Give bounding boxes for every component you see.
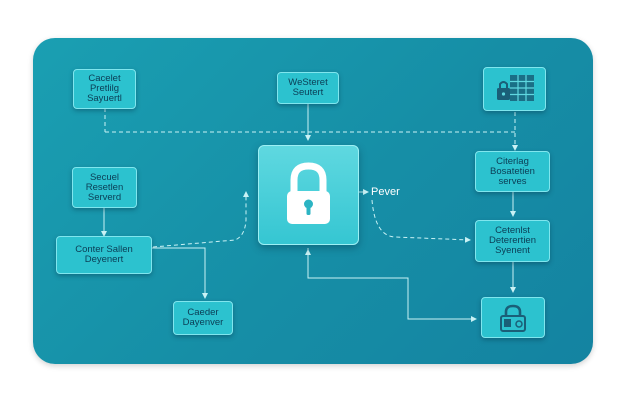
node-line: Deyenert (84, 254, 124, 265)
center-lock-hub (258, 145, 359, 245)
line-main-to-bottom (150, 247, 208, 299)
node-bottom-left: Caeder Dayenver (173, 301, 233, 335)
node-line: Caeder (187, 307, 219, 318)
node-line: Bosatetien (490, 165, 535, 177)
node-top-left: Cacelet Pretlilg Sayuertl (73, 69, 136, 109)
node-line: serves (498, 175, 527, 187)
node-line: Secuel (89, 171, 120, 183)
node-line: WeSteret (288, 77, 328, 88)
node-line: Syenent (495, 245, 530, 256)
node-top-right (483, 67, 546, 111)
lock-table-icon (496, 75, 534, 101)
node-line: Sayuertl (87, 93, 122, 104)
node-line: Serverd (87, 191, 122, 203)
node-mid-left: Secuel Resetlen Serverd (72, 167, 137, 208)
node-line: Cacelet (88, 73, 121, 84)
node-line: Resetlen (85, 181, 124, 193)
node-right-lower: Cetenlst Deterertien Syenent (475, 220, 550, 262)
dashed-hub-to-right-lower (371, 199, 471, 243)
node-line: Seutert (292, 87, 324, 98)
hub-label: Pever (371, 186, 400, 198)
line-hub-to-bottom-right (307, 248, 477, 322)
lock-icon (500, 304, 526, 332)
node-line: Dayenver (182, 317, 224, 328)
node-left-main: Conter Sallen Deyenert (56, 236, 152, 274)
node-line: Deterertien (489, 235, 536, 246)
node-line: Conter Sallen (75, 244, 133, 255)
node-top-center: WeSteret Seutert (277, 72, 339, 104)
node-bottom-right (481, 297, 545, 338)
padlock-icon (287, 162, 330, 224)
node-line: Pretlilg (89, 83, 120, 94)
node-right-upper: Citerlag Bosatetien serves (475, 151, 550, 192)
node-line: Citerlag (496, 155, 529, 167)
node-line: Cetenlst (495, 225, 530, 236)
dashed-main-to-hub (152, 191, 249, 248)
